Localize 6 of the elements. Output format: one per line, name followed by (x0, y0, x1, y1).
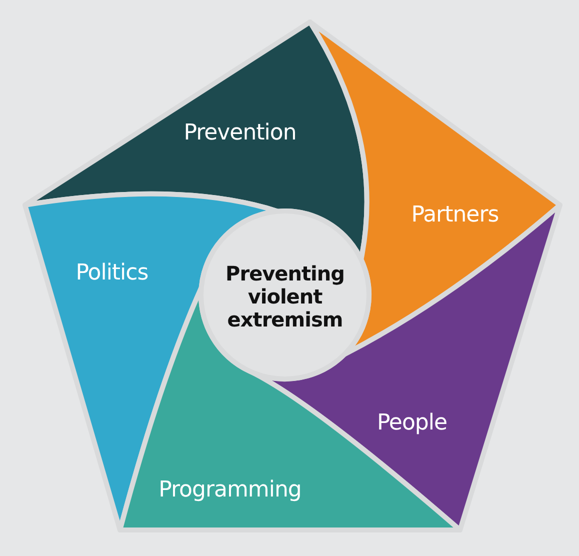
segment-label: Programming (158, 478, 302, 502)
segment-label: Politics (76, 260, 148, 286)
segment-label: People (376, 410, 448, 436)
segment-label: Prevention (184, 120, 296, 146)
center-label: Preventing violent extremism (224, 262, 346, 332)
segment-label: Partners (411, 202, 499, 228)
